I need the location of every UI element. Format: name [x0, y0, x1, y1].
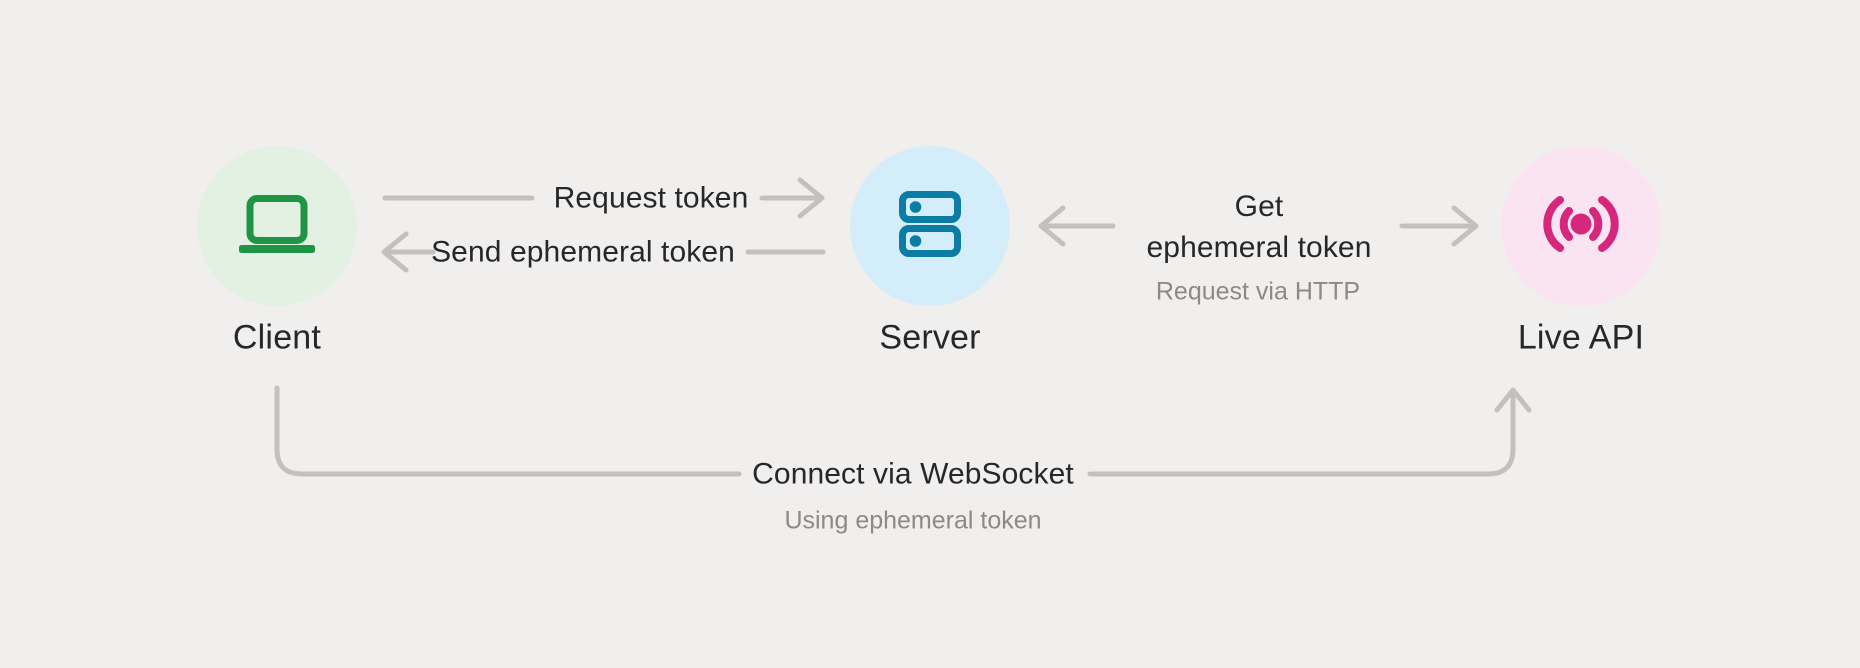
websocket-line-right-arrow [1087, 387, 1532, 477]
edge-sublabel-request-via-http: Request via HTTP [1155, 277, 1361, 306]
get-ephemeral-token-left-arrow [1038, 205, 1116, 247]
laptop-icon [239, 194, 315, 258]
request-token-arrow [759, 177, 825, 219]
edge-sublabel-using-ephemeral-token: Using ephemeral token [784, 506, 1042, 535]
edge-label-request-token: Request token [553, 181, 749, 215]
node-label-live-api: Live API [1517, 318, 1645, 357]
broadcast-icon [1541, 195, 1621, 257]
node-server [850, 146, 1010, 306]
node-label-client: Client [232, 318, 322, 357]
node-client [197, 146, 357, 306]
get-ephemeral-token-right-arrow [1399, 205, 1479, 247]
edge-label-send-ephemeral-token: Send ephemeral token [431, 235, 735, 269]
node-label-server: Server [879, 318, 981, 357]
node-live-api [1501, 146, 1661, 306]
edge-label-connect-websocket: Connect via WebSocket [752, 457, 1074, 491]
server-icon [899, 190, 961, 262]
websocket-line-left [274, 385, 742, 477]
send-ephemeral-token-arrow [381, 231, 436, 273]
edge-label-get-ephemeral-token: Get ephemeral token [1146, 190, 1372, 264]
